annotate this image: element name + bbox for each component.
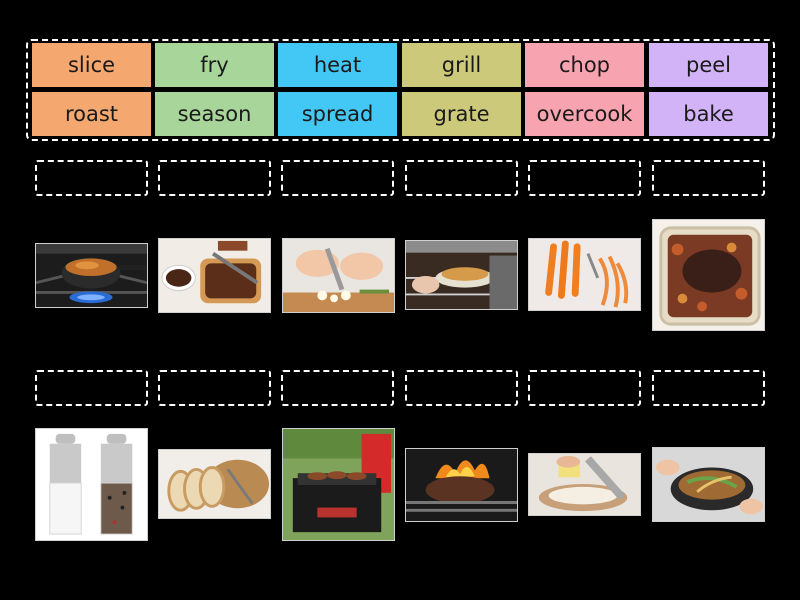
tile-heat[interactable]: heat [278,43,397,87]
barbecue-grill-icon [282,428,395,541]
tile-roast[interactable]: roast [32,92,151,136]
drop-slot-12[interactable] [652,370,765,406]
drop-slot-9[interactable] [281,370,394,406]
tile-spread[interactable]: spread [278,92,397,136]
roast-in-dish-icon [652,219,765,331]
salt-and-pepper-mills-icon [35,428,148,541]
tile-fry[interactable]: fry [155,43,274,87]
pot-on-gas-stove-icon [35,243,148,308]
sliced-bread-icon [158,449,271,519]
drop-slot-2[interactable] [158,160,271,196]
drop-slot-3[interactable] [281,160,394,196]
flaming-burger-patty-icon [405,448,518,522]
tile-season[interactable]: season [155,92,274,136]
frying-wok-icon [652,447,765,522]
tile-grill[interactable]: grill [402,43,521,87]
bread-with-chocolate-spread-icon [158,238,271,313]
oven-baking-icon [405,240,518,310]
drop-slot-1[interactable] [35,160,148,196]
word-bank [26,39,775,141]
drop-slot-7[interactable] [35,370,148,406]
tile-overcook[interactable]: overcook [525,92,644,136]
drop-slot-11[interactable] [528,370,641,406]
drop-slot-8[interactable] [158,370,271,406]
drop-slot-4[interactable] [405,160,518,196]
drop-slot-10[interactable] [405,370,518,406]
grating-cheese-icon [528,453,641,516]
tile-slice[interactable]: slice [32,43,151,87]
drop-slot-6[interactable] [652,160,765,196]
drop-slot-5[interactable] [528,160,641,196]
tile-chop[interactable]: chop [525,43,644,87]
tile-peel[interactable]: peel [649,43,768,87]
tile-grate[interactable]: grate [402,92,521,136]
peeled-carrots-icon [528,238,641,311]
chopping-garlic-icon [282,238,395,313]
tile-bake[interactable]: bake [649,92,768,136]
